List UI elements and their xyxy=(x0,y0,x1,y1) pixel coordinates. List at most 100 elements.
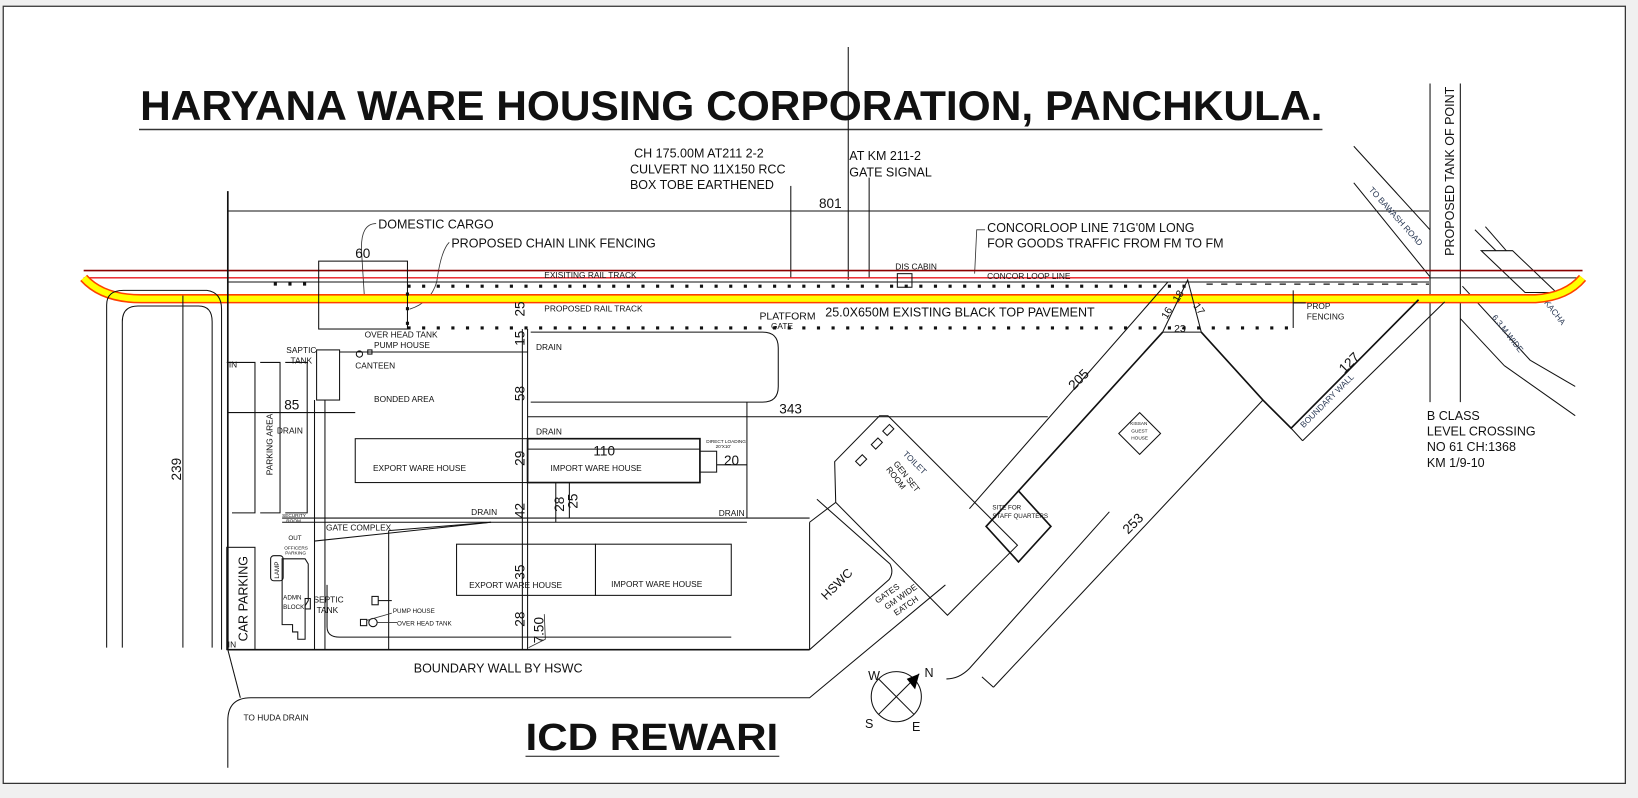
dimension-20: 20 xyxy=(724,453,740,468)
dimension-7-50: 7.50 xyxy=(531,617,546,644)
in-label-bottom: IN xyxy=(228,640,236,650)
pavement-label: 25.0X650M EXISTING BLACK TOP PAVEMENT xyxy=(825,305,1095,319)
svg-text:GUEST: GUEST xyxy=(1131,428,1147,433)
drain-label-4: DRAIN xyxy=(471,507,497,517)
dimension-25a: 25 xyxy=(512,301,527,316)
svg-text:ADMN: ADMN xyxy=(283,595,301,602)
dimension-18: 18 xyxy=(1171,289,1186,305)
dimension-29: 29 xyxy=(512,451,527,466)
out-label: OUT xyxy=(288,535,301,542)
dimension-58: 58 xyxy=(512,386,527,401)
to-huda-drain-label: TO HUDA DRAIN xyxy=(243,713,308,723)
canteen-label: CANTEEN xyxy=(355,361,395,371)
import-warehouse-2 xyxy=(594,543,732,596)
dimension-343: 343 xyxy=(779,402,802,417)
svg-text:W: W xyxy=(868,669,880,683)
direct-loading xyxy=(699,450,718,473)
dimension-85: 85 xyxy=(284,397,299,412)
svg-text:CULVERT NO 11X150 RCC: CULVERT NO 11X150 RCC xyxy=(630,162,786,176)
lamp-label: LAMP xyxy=(274,562,281,579)
gate-complex-label: GATE COMPLEX xyxy=(326,523,392,533)
svg-text:AT KM 211-2: AT KM 211-2 xyxy=(849,149,921,163)
svg-text:STAFF QUARTERS: STAFF QUARTERS xyxy=(992,513,1048,520)
dimension-801: 801 xyxy=(819,196,842,211)
svg-text:CH 175.00M AT211 2-2: CH 175.00M AT211 2-2 xyxy=(634,147,764,161)
car-parking xyxy=(226,546,256,651)
kissan-guest-house xyxy=(1118,411,1162,456)
svg-text:KISSAN: KISSAN xyxy=(1130,421,1147,426)
svg-text:NO 61 CH:1368: NO 61 CH:1368 xyxy=(1427,440,1516,454)
svg-text:FENCING: FENCING xyxy=(1307,312,1345,322)
dimension-25b: 25 xyxy=(566,494,581,509)
sheet xyxy=(2,5,1626,785)
culvert-note: CH 175.00M AT211 2-2 CULVERT NO 11X150 R… xyxy=(630,147,786,192)
svg-text:TANK: TANK xyxy=(317,605,339,615)
dimension-28a: 28 xyxy=(552,497,567,512)
svg-text:PARKING: PARKING xyxy=(285,551,306,556)
staff-quarters-site xyxy=(984,489,1053,564)
svg-text:SAPTIC: SAPTIC xyxy=(286,345,316,355)
platform-label: PLATFORM xyxy=(759,312,815,323)
svg-text:E: E xyxy=(912,720,920,734)
officers-parking-label: OFFICERS PARKING xyxy=(284,545,308,555)
svg-text:GATE SIGNAL: GATE SIGNAL xyxy=(849,166,932,180)
staff-quarters-label: SITE FOR STAFF QUARTERS xyxy=(992,505,1048,520)
svg-text:CONCORLOOP LINE 71G'0M LONG: CONCORLOOP LINE 71G'0M LONG xyxy=(987,221,1194,235)
pump-house-label-2: PUMP HOUSE xyxy=(393,608,435,615)
existing-rail-track-label: EXISITING RAIL TRACK xyxy=(544,270,637,280)
chain-link-note: PROPOSED CHAIN LINK FENCING xyxy=(451,237,655,251)
kissan-guest-house-label: KISSAN GUEST HOUSE xyxy=(1130,421,1148,441)
domestic-cargo-note: DOMESTIC CARGO xyxy=(378,218,494,232)
in-label-top: IN xyxy=(229,360,237,370)
export-warehouse-2-label: EXPORT WARE HOUSE xyxy=(469,580,562,590)
bonded-area-label: BONDED AREA xyxy=(374,394,435,404)
prop-fencing-label: PROP FENCING xyxy=(1307,301,1345,321)
overhead-tank-label-1: OVER HEAD TANK xyxy=(365,329,438,339)
drain-label-3: DRAIN xyxy=(536,427,562,437)
dimension-15: 15 xyxy=(512,331,527,346)
export-warehouse-1-label: EXPORT WARE HOUSE xyxy=(373,463,466,473)
svg-text:KM 1/9-10: KM 1/9-10 xyxy=(1427,456,1485,470)
dimension-110: 110 xyxy=(593,443,615,458)
septic-tank-label: SEPTIC TANK xyxy=(313,595,343,615)
svg-text:PROP: PROP xyxy=(1307,301,1331,311)
car-parking-label: CAR PARKING xyxy=(237,556,251,641)
proposed-tank-note: PROPOSED TANK OF POINT xyxy=(1443,86,1457,256)
overhead-tank-label-2: OVER HEAD TANK xyxy=(397,621,452,628)
dis-cabin-label: DIS CABIN xyxy=(895,261,937,271)
pump-house-label-1: PUMP HOUSE xyxy=(374,340,430,350)
svg-text:FOR GOODS TRAFFIC FROM FM TO F: FOR GOODS TRAFFIC FROM FM TO FM xyxy=(987,237,1223,251)
parking-area-label: PARKING AREA xyxy=(265,413,275,475)
svg-text:SITE FOR: SITE FOR xyxy=(992,505,1021,512)
dimension-28b: 28 xyxy=(512,612,527,627)
dimension-23: 23 xyxy=(1174,324,1186,335)
svg-text:B CLASS: B CLASS xyxy=(1427,409,1480,423)
svg-text:HOUSE: HOUSE xyxy=(1131,436,1148,441)
concor-note: CONCORLOOP LINE 71G'0M LONG FOR GOODS TR… xyxy=(987,221,1223,251)
drain-label-1: DRAIN xyxy=(277,425,303,435)
dimension-42: 42 xyxy=(512,503,527,518)
direct-loading-label: DIRECT LOADING 20'X10' xyxy=(706,439,746,449)
import-warehouse-2-label: IMPORT WARE HOUSE xyxy=(611,579,703,589)
svg-text:DIRECT LOADING: DIRECT LOADING xyxy=(706,439,746,444)
page-title: HARYANA WARE HOUSING CORPORATION, PANCHK… xyxy=(140,82,1322,129)
svg-text:ROOM: ROOM xyxy=(286,518,301,523)
gate-signal-note: AT KM 211-2 GATE SIGNAL xyxy=(849,149,932,180)
dimension-16: 16 xyxy=(1160,305,1175,321)
svg-text:BLOCK: BLOCK xyxy=(283,604,305,611)
import-warehouse-1-label: IMPORT WARE HOUSE xyxy=(551,463,643,473)
site-name: ICD REWARI xyxy=(525,716,778,758)
svg-text:OFFICERS: OFFICERS xyxy=(284,545,308,550)
svg-text:S: S xyxy=(865,717,873,731)
svg-text:LEVEL CROSSING: LEVEL CROSSING xyxy=(1427,425,1536,439)
drain-label-5: DRAIN xyxy=(719,508,745,518)
dimension-239: 239 xyxy=(169,458,184,481)
svg-text:SEPTIC: SEPTIC xyxy=(313,595,343,605)
concor-loop-label: CONCOR LOOP LINE xyxy=(987,271,1071,281)
boundary-wall-hswc-label: BOUNDARY WALL BY HSWC xyxy=(414,662,583,676)
svg-text:20'X10': 20'X10' xyxy=(716,444,731,449)
admin-block xyxy=(281,558,309,640)
saptic-tank-label: SAPTIC TANK xyxy=(286,345,316,365)
svg-text:SECURITY: SECURITY xyxy=(282,513,307,518)
